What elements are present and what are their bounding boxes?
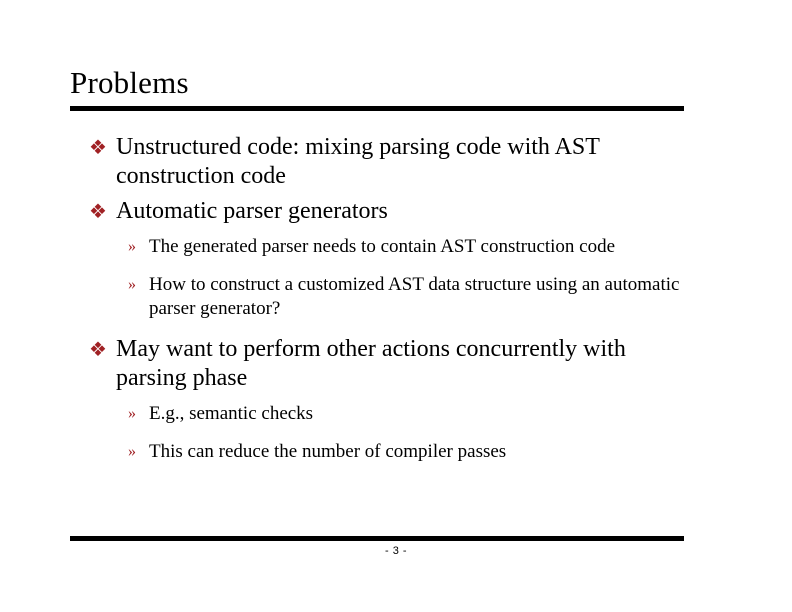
page-number: - 3 - (384, 545, 408, 557)
bullet-level1: ❖ May want to perform other actions conc… (70, 335, 690, 393)
bullet-text: E.g., semantic checks (149, 403, 314, 424)
diamond-bullet-icon: ❖ (89, 337, 107, 361)
chevron-bullet-icon: » (128, 443, 136, 460)
bullet-level1: ❖ Unstructured code: mixing parsing code… (70, 133, 690, 191)
bullet-level1: ❖ Automatic parser generators (70, 197, 690, 226)
bullet-text: The generated parser needs to contain AS… (149, 236, 616, 257)
chevron-bullet-icon: » (128, 405, 136, 422)
chevron-bullet-icon: » (128, 276, 136, 293)
page-title: Problems (70, 65, 189, 100)
bullet-text: Automatic parser generators (116, 198, 388, 224)
bullet-text: How to construct a customized AST data s… (149, 274, 680, 319)
slide-body: ❖ Unstructured code: mixing parsing code… (70, 133, 690, 475)
bullet-level2: » E.g., semantic checks (70, 402, 690, 426)
bullet-level2: » How to construct a customized AST data… (70, 273, 690, 321)
chevron-bullet-icon: » (128, 238, 136, 255)
sub-bullet-group: » The generated parser needs to contain … (70, 235, 690, 321)
title-divider (70, 106, 684, 111)
title-block: Problems (70, 64, 684, 111)
bullet-level2: » The generated parser needs to contain … (70, 235, 690, 259)
bullet-text: May want to perform other actions concur… (116, 336, 626, 391)
footer-divider (70, 536, 684, 541)
diamond-bullet-icon: ❖ (89, 199, 107, 223)
sub-bullet-group: » E.g., semantic checks » This can reduc… (70, 402, 690, 464)
diamond-bullet-icon: ❖ (89, 135, 107, 159)
bullet-text: This can reduce the number of compiler p… (149, 441, 507, 462)
bullet-text: Unstructured code: mixing parsing code w… (116, 134, 600, 189)
bullet-level2: » This can reduce the number of compiler… (70, 440, 690, 464)
